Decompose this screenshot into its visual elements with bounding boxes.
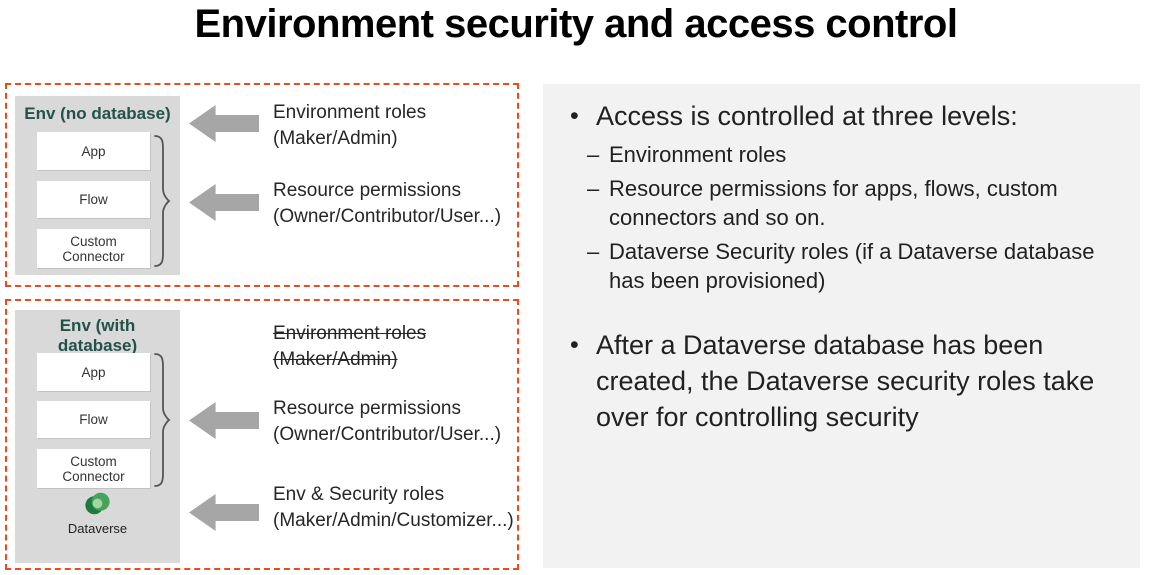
sub-bullet-environment-roles: – Environment roles [587, 142, 787, 167]
dataverse-label: Dataverse [67, 521, 128, 536]
sub-bullet-list: – Environment roles – Resource permissio… [543, 140, 1116, 295]
flow-box-no-db: Flow [37, 181, 150, 218]
annotation-env-roles: Environment roles (Maker/Admin) [273, 102, 427, 149]
env-no-db-group-border [5, 83, 519, 287]
custom-connector-box-with-db: Custom Connector [37, 449, 150, 488]
brace-icon [154, 135, 171, 267]
dash-marker: – [587, 239, 600, 264]
env-with-db-group-border [5, 299, 519, 570]
env-with-db-header: Env (with database) [57, 316, 138, 355]
dash-marker: – [587, 142, 600, 167]
annotation-resource-permissions-db: Resource permissions (Owner/Contributor/… [273, 398, 502, 445]
app-box-with-db: App [37, 353, 150, 391]
custom-connector-box-no-db: Custom Connector [37, 229, 150, 268]
annotation-env-security-roles: Env & Security roles (Maker/Admin/Custom… [273, 484, 514, 531]
sub-bullet-dataverse-security-roles: – Dataverse Security roles (if a Dataver… [587, 239, 1095, 293]
annotation-env-roles-struck: Environment roles (Maker/Admin) [273, 323, 427, 370]
flow-box-with-db: Flow [37, 401, 150, 438]
brace-icon [154, 353, 171, 487]
page-title: Environment security and access control [194, 2, 958, 46]
bullet-item-access-levels: • Access is controlled at three levels: [543, 98, 1116, 134]
app-box-no-db: App [37, 132, 150, 170]
bullet-marker: • [570, 331, 579, 359]
dash-marker: – [587, 176, 600, 201]
sub-bullet-resource-permissions: – Resource permissions for apps, flows, … [587, 176, 1058, 230]
notes-panel: • Access is controlled at three levels: … [543, 84, 1140, 568]
env-no-db-header: Env (no database) [24, 104, 171, 123]
bullet-marker: • [570, 102, 579, 130]
dataverse-icon [85, 492, 110, 515]
annotation-resource-permissions: Resource permissions (Owner/Contributor/… [273, 180, 502, 227]
bullet-item-after-dataverse: • After a Dataverse database has been cr… [543, 327, 1116, 435]
